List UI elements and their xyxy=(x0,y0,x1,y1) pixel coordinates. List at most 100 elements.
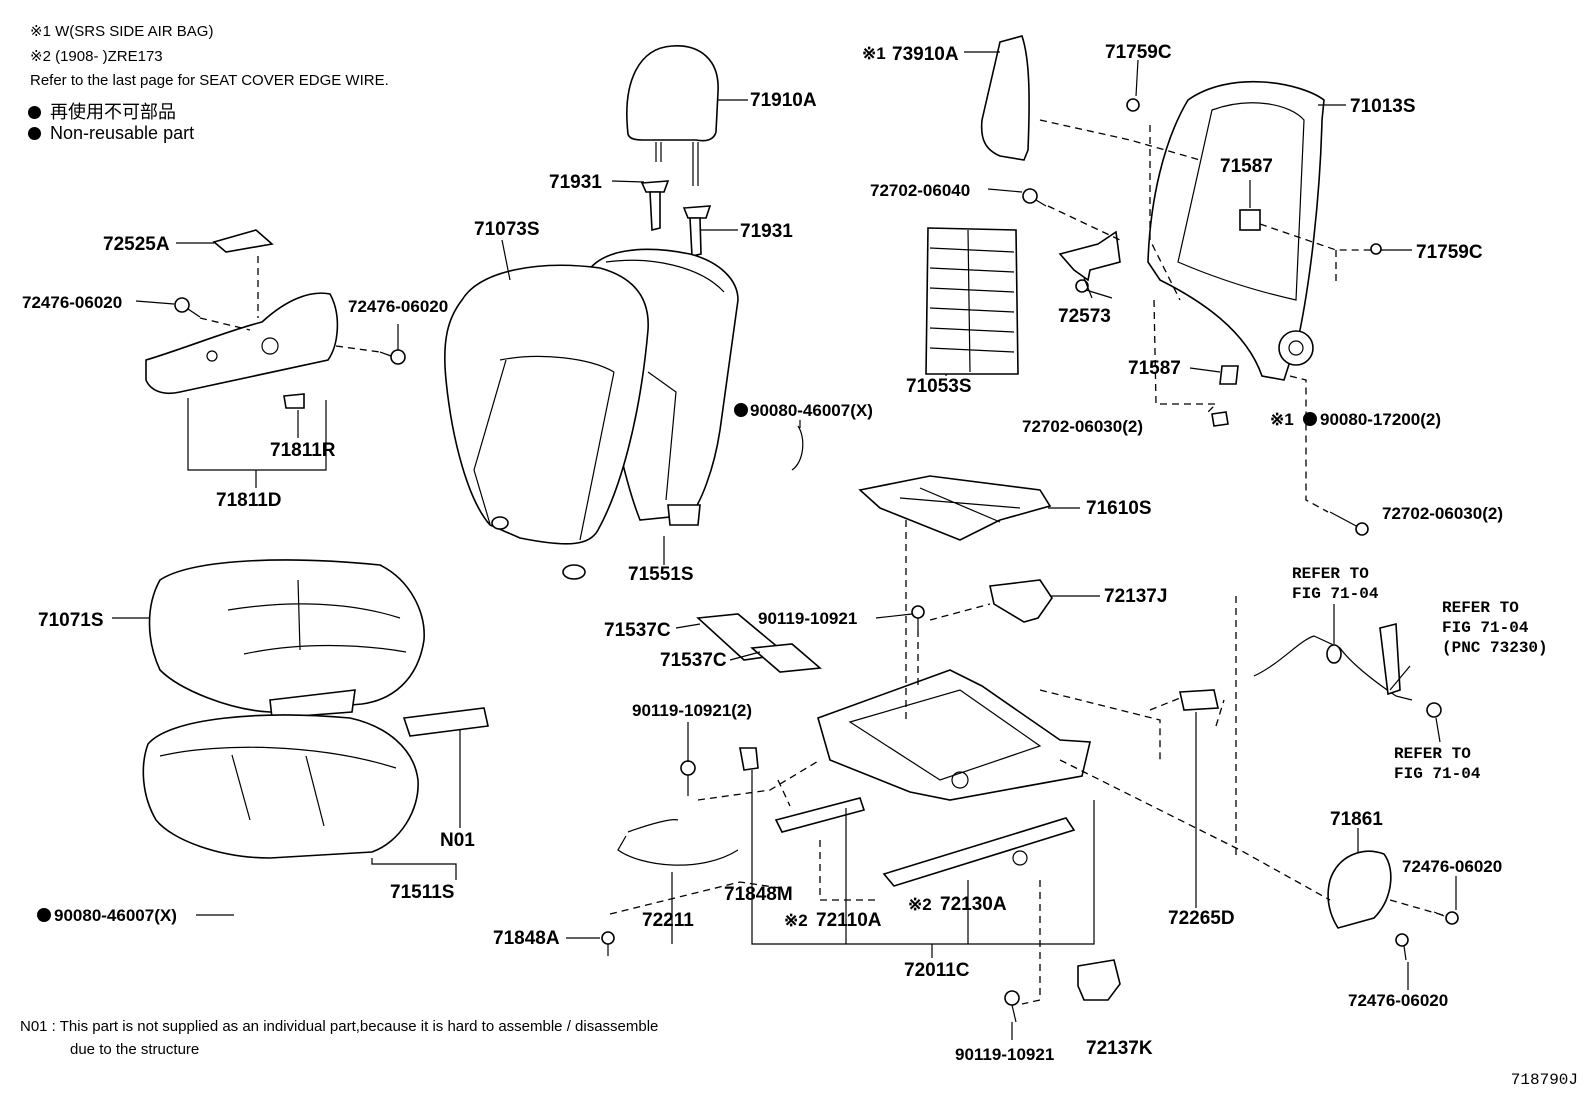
label-71931-lower[interactable]: 71931 xyxy=(740,221,793,242)
bolt-72702-06040[interactable] xyxy=(1022,188,1047,207)
part-n01-shape[interactable] xyxy=(402,707,489,737)
label-73910A[interactable]: 73910A xyxy=(892,44,959,65)
label-71759C-right[interactable]: 71759C xyxy=(1416,242,1483,263)
label-72476-06020-d[interactable]: 72476-06020 xyxy=(1348,991,1448,1010)
label-72702-06030-lower[interactable]: 72702-06030(2) xyxy=(1382,504,1503,523)
non-reusable-dot-icon xyxy=(28,106,41,119)
label-71861[interactable]: 71861 xyxy=(1330,809,1383,830)
label-71511S[interactable]: 71511S xyxy=(390,882,454,903)
label-72476-06020-left[interactable]: 72476-06020 xyxy=(22,293,122,312)
bolt-90119-a[interactable] xyxy=(911,605,925,630)
label-72130A[interactable]: 72130A xyxy=(940,894,1007,915)
frame-label-plate-71587[interactable] xyxy=(1239,209,1261,231)
label-72702-06040[interactable]: 72702-06040 xyxy=(870,181,970,200)
slide-rail-72130A[interactable] xyxy=(882,817,1076,887)
label-90080-46007-cushion[interactable]: 90080-46007(X) xyxy=(54,906,177,925)
label-71587-lower[interactable]: 71587 xyxy=(1128,358,1181,379)
screw-71848A[interactable] xyxy=(601,931,615,956)
clip-90080-46007-back[interactable] xyxy=(791,425,804,471)
label-72011C[interactable]: 72011C xyxy=(904,960,970,981)
mat-71537C-lower[interactable] xyxy=(750,643,822,673)
seat-cushion-pad-drawing xyxy=(142,714,419,859)
non-reusable-dot-icon xyxy=(734,403,748,417)
label-72137K[interactable]: 72137K xyxy=(1086,1038,1153,1059)
frame-label-plate-71587-loose[interactable] xyxy=(1219,365,1239,385)
slide-rail-72110A[interactable] xyxy=(774,797,866,833)
note-production-date: ※2 (1908- )ZRE173 xyxy=(30,48,163,65)
label-71848A[interactable]: 71848A xyxy=(493,928,560,949)
bolt-90119-b[interactable] xyxy=(680,760,696,796)
label-71537C-lower[interactable]: 71537C xyxy=(660,650,727,671)
label-72573[interactable]: 72573 xyxy=(1058,306,1111,327)
wire-72211[interactable] xyxy=(617,819,739,866)
note-seat-cover-edge-wire: Refer to the last page for SEAT COVER ED… xyxy=(30,72,389,89)
screw-72476-left[interactable] xyxy=(174,297,201,318)
note-srs-side-airbag: ※1 W(SRS SIDE AIR BAG) xyxy=(30,23,214,40)
non-reusable-dot-icon xyxy=(28,127,41,140)
bracket-72573[interactable] xyxy=(1058,230,1121,282)
refer-to-label-1[interactable]: REFER TO xyxy=(1292,565,1369,583)
label-90119-10921-2[interactable]: 90119-10921(2) xyxy=(632,701,752,720)
bolt-90119-c[interactable] xyxy=(1004,990,1020,1023)
refer-fig-label-2[interactable]: FIG 71-04 xyxy=(1442,619,1529,637)
screw-72476-right[interactable] xyxy=(379,349,406,365)
label-90119-10921-top[interactable]: 90119-10921 xyxy=(758,609,857,628)
seat-adjuster-frame-drawing xyxy=(817,669,1091,801)
nut-90080-17200[interactable] xyxy=(1211,411,1229,427)
label-71610S[interactable]: 71610S xyxy=(1086,498,1152,519)
cover-72137J[interactable] xyxy=(989,579,1053,623)
refer-to-label-2[interactable]: REFER TO xyxy=(1442,599,1519,617)
headrest-guide-left[interactable] xyxy=(640,180,670,232)
refer-to-label-3[interactable]: REFER TO xyxy=(1394,745,1471,763)
refer-pnc-label-2[interactable]: (PNC 73230) xyxy=(1442,639,1548,657)
label-71551S[interactable]: 71551S xyxy=(628,564,694,585)
bolt-72702-06030-upper[interactable] xyxy=(1075,279,1113,299)
legend-jp-label: 再使用不可部品 xyxy=(50,102,176,122)
clip-71759C-right[interactable] xyxy=(1370,243,1382,255)
label-71910A[interactable]: 71910A xyxy=(750,90,817,111)
shield-clip-71811R[interactable] xyxy=(283,393,305,409)
seatbelt-harness-drawing xyxy=(1253,622,1442,718)
label-71848M[interactable]: 71848M xyxy=(724,884,793,905)
headrest-guide-right[interactable] xyxy=(682,205,712,257)
label-71013S[interactable]: 71013S xyxy=(1350,96,1416,117)
cushion-frame-71610S[interactable] xyxy=(858,475,1052,541)
label-90119-10921-bottom[interactable]: 90119-10921 xyxy=(955,1045,1054,1064)
clip-71848M[interactable] xyxy=(739,747,759,771)
shield-cover-72525A[interactable] xyxy=(212,229,274,253)
label-71811D[interactable]: 71811D xyxy=(216,490,282,511)
airbag-cover-71861[interactable] xyxy=(1327,850,1392,929)
footnote-n01-continued: due to the structure xyxy=(70,1041,200,1058)
clip-71759C-top[interactable] xyxy=(1126,98,1140,112)
side-airbag-73910A[interactable] xyxy=(980,35,1030,161)
seat-spring-71053S[interactable] xyxy=(925,227,1019,375)
label-71811R[interactable]: 71811R xyxy=(270,440,336,461)
label-N01[interactable]: N01 xyxy=(440,830,475,851)
cover-72137K[interactable] xyxy=(1077,959,1121,1001)
label-72110A[interactable]: 72110A xyxy=(816,910,882,931)
screw-72476-d[interactable] xyxy=(1395,933,1409,961)
label-71071S[interactable]: 71071S xyxy=(38,610,104,631)
refer-fig-label-3[interactable]: FIG 71-04 xyxy=(1394,765,1481,783)
label-72525A[interactable]: 72525A xyxy=(103,234,170,255)
dashed-assembly-lines xyxy=(199,119,1447,1005)
label-90080-46007-back[interactable]: 90080-46007(X) xyxy=(750,401,873,420)
mark-srs-1-a: ※1 xyxy=(862,44,886,63)
refer-fig-label-1[interactable]: FIG 71-04 xyxy=(1292,585,1379,603)
leader-lines xyxy=(112,51,1457,1040)
label-71931-upper[interactable]: 71931 xyxy=(549,172,602,193)
label-72211[interactable]: 72211 xyxy=(642,910,694,931)
label-72137J[interactable]: 72137J xyxy=(1104,586,1167,607)
bracket-72265D[interactable] xyxy=(1179,689,1219,711)
label-71537C-upper[interactable]: 71537C xyxy=(604,620,671,641)
bolt-72702-06030-lower[interactable] xyxy=(1329,511,1369,536)
label-72265D[interactable]: 72265D xyxy=(1168,908,1235,929)
label-71587-upper[interactable]: 71587 xyxy=(1220,156,1273,177)
label-72702-06030-upper[interactable]: 72702-06030(2) xyxy=(1022,417,1143,436)
label-71759C-top[interactable]: 71759C xyxy=(1105,42,1172,63)
label-72476-06020-right[interactable]: 72476-06020 xyxy=(348,297,448,316)
label-90080-17200[interactable]: 90080-17200(2) xyxy=(1320,410,1441,429)
label-71053S[interactable]: 71053S xyxy=(906,376,972,397)
label-71073S[interactable]: 71073S xyxy=(474,219,540,240)
label-72476-06020-c[interactable]: 72476-06020 xyxy=(1402,857,1502,876)
